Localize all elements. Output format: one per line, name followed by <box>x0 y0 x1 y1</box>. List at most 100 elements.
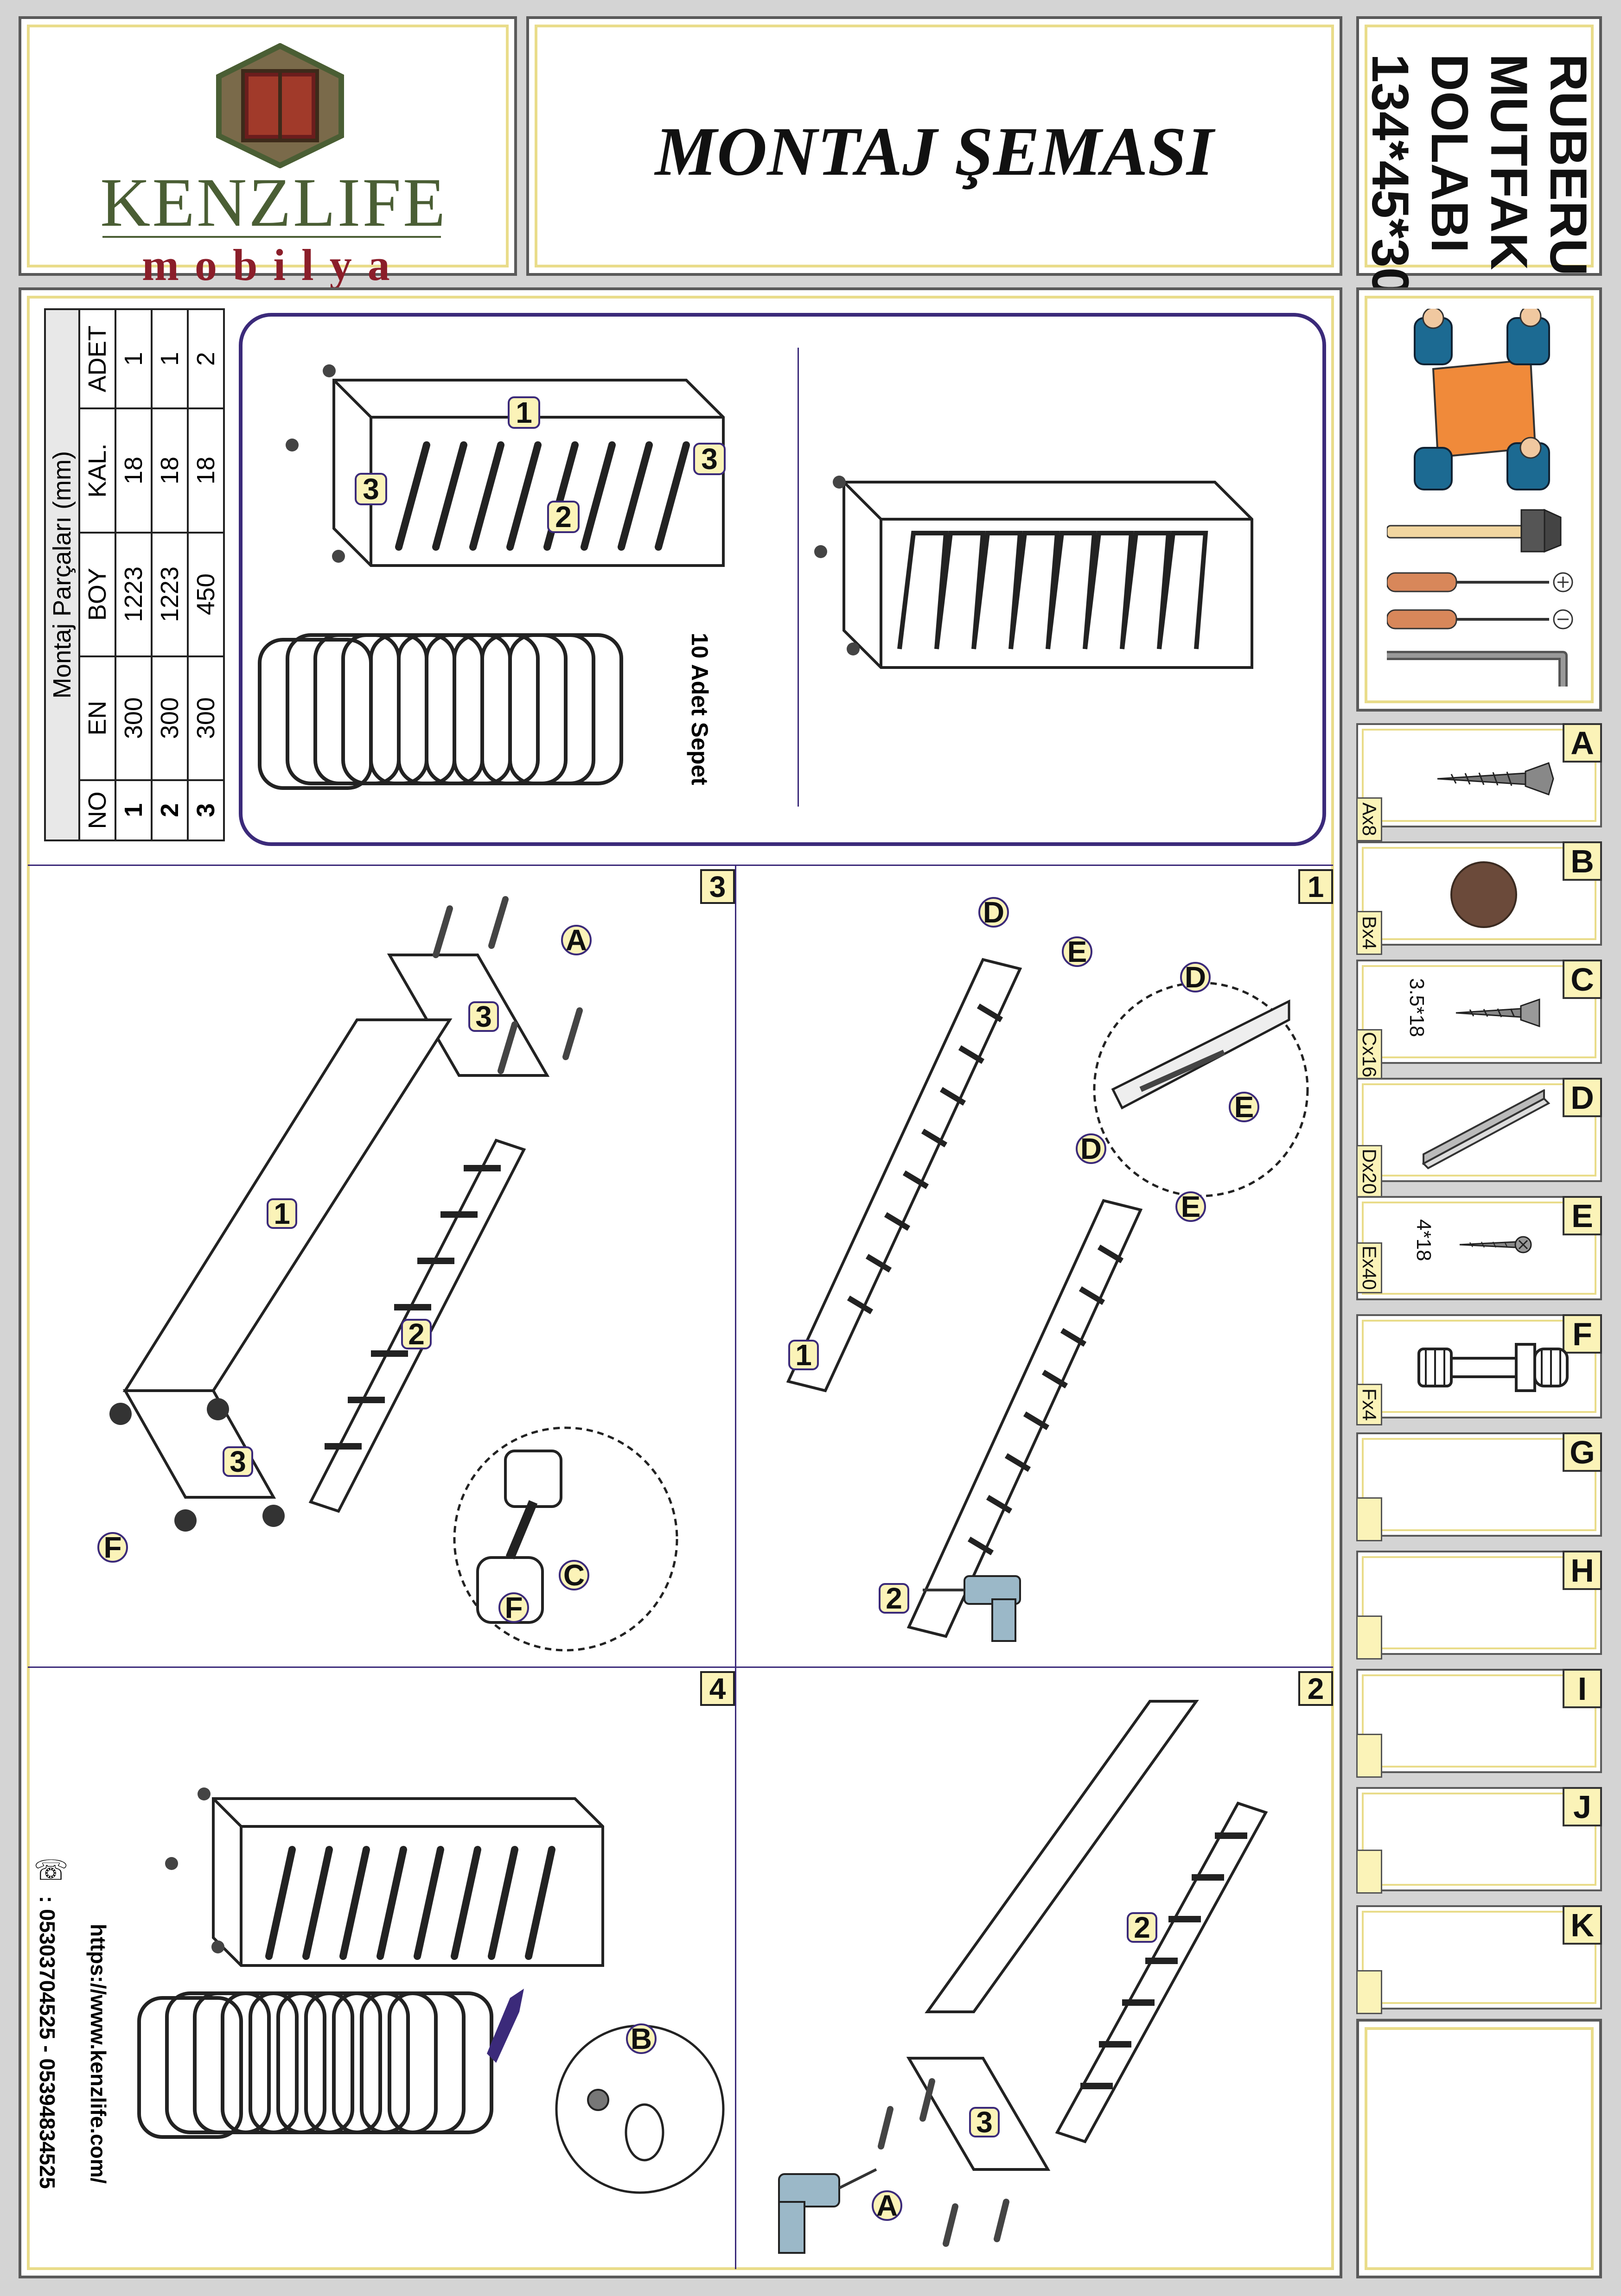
hardware-letter: B <box>1563 841 1602 881</box>
hardware-item-i <box>1356 1669 1602 1773</box>
hardware-count <box>1356 1734 1382 1778</box>
logo-panel: KENZLIFE mobilya <box>19 16 517 290</box>
assembled-cabinet-drawing <box>814 476 1253 669</box>
callout-1: 1 <box>788 1338 819 1372</box>
adjustable-leg-icon <box>1417 1343 1569 1392</box>
hardware-count: Dx20 <box>1356 1145 1382 1198</box>
hardware-letter: F <box>1563 1314 1602 1354</box>
small-screw-icon <box>1459 1236 1532 1253</box>
hardware-item-e <box>1356 1196 1602 1300</box>
hardware-size: 4*18 <box>1412 1219 1435 1261</box>
contact-block: https://www.kenzlife.com/ ☏ : 0530370452… <box>35 1854 128 2234</box>
hardware-letter: H <box>1563 1551 1602 1590</box>
table-row: 1 300 1223 18 1 <box>115 309 152 840</box>
hardware-item-a <box>1356 723 1602 827</box>
step-4-drawing <box>137 1787 725 2194</box>
hardware-size: 3.5*18 <box>1405 978 1428 1037</box>
website-link[interactable]: https://www.kenzlife.com/ <box>86 1924 110 2184</box>
product-panel: RUBERU MUTFAK DOLABI 134*45*30 <box>1356 16 1602 296</box>
product-name: RUBERU MUTFAK DOLABI 134*45*30 <box>1361 54 1597 297</box>
hardware-letter: D <box>1563 1078 1602 1117</box>
step-3-badge: 3 <box>700 869 735 904</box>
callout-2: 2 <box>1127 1911 1157 1944</box>
callout-f: F <box>97 1531 128 1564</box>
callout-3: 3 <box>223 1445 253 1478</box>
callout-d: D <box>1076 1132 1106 1165</box>
tools-panel <box>1356 287 1602 712</box>
callout-b: B <box>626 2022 657 2055</box>
parts-table-caption: Montaj Parçaları (mm) <box>45 309 79 840</box>
wood-screw-icon <box>1455 998 1540 1028</box>
table-row: 3 300 450 18 2 <box>188 309 224 840</box>
hardware-count <box>1356 1497 1382 1541</box>
hardware-letter: E <box>1563 1196 1602 1235</box>
notes-panel <box>1356 2019 1602 2278</box>
page-title: MONTAJ ŞEMASI <box>655 113 1214 190</box>
callout-2: 2 <box>401 1317 432 1351</box>
callout-f: F <box>498 1591 529 1624</box>
step-2-badge: 2 <box>1298 1671 1333 1706</box>
callout-3: 3 <box>969 2105 1000 2139</box>
hardware-count: Cx16 <box>1356 1029 1382 1080</box>
cam-bolt-icon <box>1437 762 1554 795</box>
logo-mark-icon <box>216 43 344 168</box>
parts-table: Montaj Parçaları (mm) NO EN BOY KAL. ADE… <box>44 308 225 841</box>
hardware-item-g <box>1356 1432 1602 1537</box>
basket-label: 10 Adet Sepet <box>687 633 713 785</box>
workers-icon <box>1414 309 1550 490</box>
callout-1: 1 <box>267 1197 297 1230</box>
callout-a: A <box>872 2189 902 2222</box>
callout-d: D <box>1180 960 1211 994</box>
brand-name: KENZLIFE <box>100 164 447 241</box>
allen-key-icon <box>1387 651 1568 687</box>
hardware-count: Ax8 <box>1356 797 1382 841</box>
hardware-letter: I <box>1563 1669 1602 1708</box>
step-3-drawing <box>109 896 678 1652</box>
hardware-letter: A <box>1563 723 1602 763</box>
overview-label: 3 <box>693 442 726 476</box>
basket-stack-drawing <box>258 633 623 790</box>
drill-icon <box>923 1575 1021 1642</box>
overview-label: 2 <box>547 500 580 534</box>
phone-numbers: : 05303704525 - 05394834525 <box>35 1896 59 2189</box>
hardware-count: Ex40 <box>1356 1242 1382 1293</box>
parts-table-header: NO EN BOY KAL. ADET <box>79 309 115 840</box>
step-2-drawing <box>778 1700 1268 2254</box>
step-4-badge: 4 <box>700 1671 735 1706</box>
callout-e: E <box>1229 1090 1259 1124</box>
overview-label: 3 <box>355 472 387 506</box>
hardware-count <box>1356 1850 1382 1894</box>
callout-3: 3 <box>468 1000 499 1033</box>
hardware-count: Fx4 <box>1356 1384 1382 1425</box>
callout-c: C <box>559 1558 589 1592</box>
shelf-rail-icon <box>1422 1089 1551 1170</box>
step-1-drawing <box>786 958 1309 1642</box>
hardware-item-h <box>1356 1551 1602 1655</box>
hardware-letter: G <box>1563 1432 1602 1472</box>
hardware-item-k <box>1356 1905 1602 2010</box>
phone-icon: ☏ <box>36 1854 67 1887</box>
hardware-item-j <box>1356 1787 1602 1891</box>
hardware-count <box>1356 1615 1382 1660</box>
table-row: 2 300 1223 18 1 <box>152 309 188 840</box>
callout-2: 2 <box>879 1582 909 1615</box>
hardware-letter: J <box>1563 1787 1602 1826</box>
hammer-icon <box>1387 509 1562 553</box>
flat-screwdriver-icon <box>1387 609 1573 630</box>
hardware-count <box>1356 1970 1382 2014</box>
hardware-letter: K <box>1563 1905 1602 1945</box>
parts-table-wrapper: Montaj Parçaları (mm) NO EN BOY KAL. ADE… <box>44 308 225 841</box>
overview-parts-drawing <box>286 364 725 567</box>
callout-e: E <box>1175 1190 1206 1223</box>
hardware-count: Bx4 <box>1356 911 1382 955</box>
brand-sub: mobilya <box>142 240 406 290</box>
callout-d: D <box>978 896 1009 929</box>
step-1-badge: 1 <box>1298 869 1333 904</box>
callout-a: A <box>561 923 592 957</box>
hardware-letter: C <box>1563 960 1602 999</box>
overview-label: 1 <box>508 396 540 429</box>
title-panel: MONTAJ ŞEMASI <box>526 16 1342 276</box>
cover-cap-icon <box>1450 861 1517 928</box>
callout-e: E <box>1062 935 1092 968</box>
phillips-screwdriver-icon <box>1387 572 1573 592</box>
